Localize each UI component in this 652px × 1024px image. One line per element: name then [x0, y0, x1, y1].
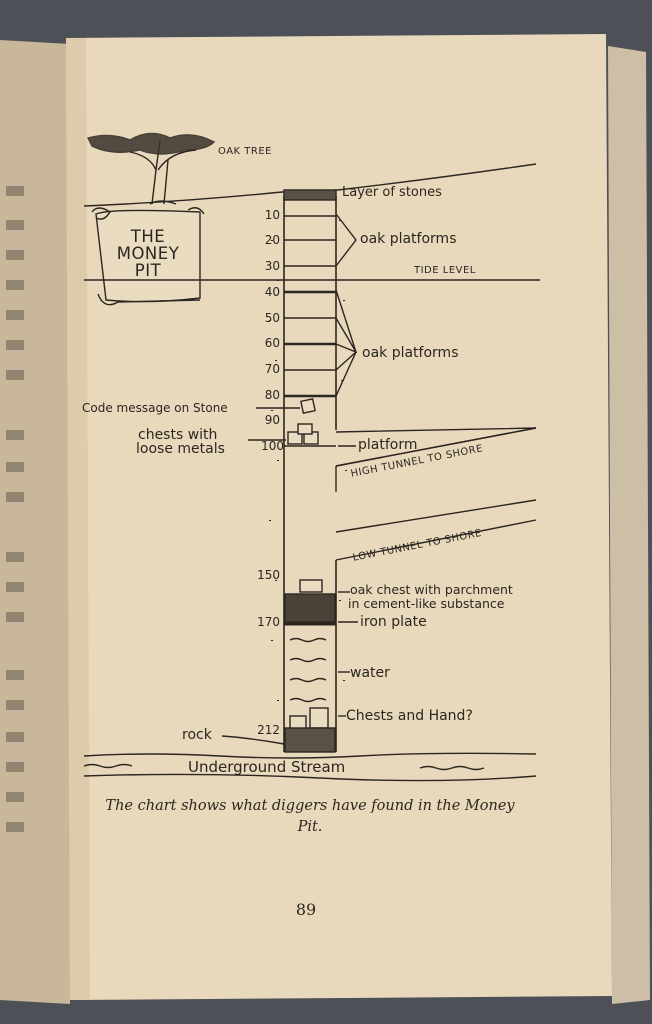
cement-layer [284, 593, 336, 623]
rock-label: rock [182, 727, 212, 743]
low-tunnel-line [335, 499, 537, 533]
tide-level-label: TIDE LEVEL [414, 265, 476, 276]
depth-mark: 212 [257, 723, 280, 737]
chests-and-hand-label: Chests and Hand? [346, 708, 473, 724]
depth-mark: 90 [264, 413, 280, 427]
depth-mark: 70 [264, 362, 280, 376]
oak-tree-label: OAK TREE [218, 146, 272, 157]
oak-platforms [284, 215, 336, 447]
depth-mark: 80 [264, 388, 280, 402]
rock-layer [284, 727, 336, 753]
bottom-chests-icon [289, 707, 329, 731]
code-stone-icon [300, 398, 316, 414]
iron-plate-label: iron plate [360, 614, 427, 630]
pit-shaft [269, 196, 347, 752]
platform-label: platform [358, 437, 418, 453]
figure-caption: The chart shows what diggers have found … [105, 798, 515, 835]
depth-mark: 150 [257, 568, 280, 582]
chests-icon [287, 423, 319, 445]
depth-mark: 60 [264, 336, 280, 350]
right-page-stack [608, 46, 650, 1004]
page-number: 89 [295, 900, 317, 919]
chests-label-line1: chests with [138, 427, 218, 443]
layer-of-stones-label: Layer of stones [342, 185, 442, 200]
oak-platforms-lower-label: oak platforms [362, 345, 459, 361]
money-pit-scroll-icon [91, 207, 205, 306]
depth-mark: 10 [264, 208, 280, 222]
depth-mark: 50 [264, 311, 280, 325]
lower-platform-brace [335, 289, 358, 397]
page [66, 34, 612, 1000]
underground-stream-icon [83, 752, 537, 782]
depth-mark: 40 [264, 285, 280, 299]
depth-mark: 100 [261, 439, 284, 453]
scroll-title-line: THE [130, 227, 166, 246]
water-label: water [350, 665, 390, 681]
oak-platforms-upper-label: oak platforms [360, 231, 457, 247]
oak-chest-label-line1: oak chest with parchment [350, 582, 513, 597]
scroll-title-line: PIT [134, 261, 162, 280]
left-page-edge [0, 40, 70, 1004]
depth-mark: 170 [257, 615, 280, 629]
depth-mark: 30 [264, 259, 280, 273]
oak-chest-icon [299, 579, 323, 593]
code-message-label: Code message on Stone [82, 401, 228, 415]
left-page-text [6, 186, 24, 832]
upper-platform-brace [335, 213, 357, 267]
scroll-title: THE MONEY PIT [104, 228, 192, 279]
chests-label-line2: loose metals [136, 441, 225, 457]
scroll-title-line: MONEY [116, 244, 180, 263]
water-icon [289, 637, 350, 703]
oak-tree-icon [86, 132, 216, 205]
stones-layer [283, 189, 337, 201]
underground-stream-label: Underground Stream [188, 758, 346, 776]
depth-mark: 20 [264, 233, 280, 247]
oak-chest-label-line2: in cement-like substance [348, 596, 505, 611]
